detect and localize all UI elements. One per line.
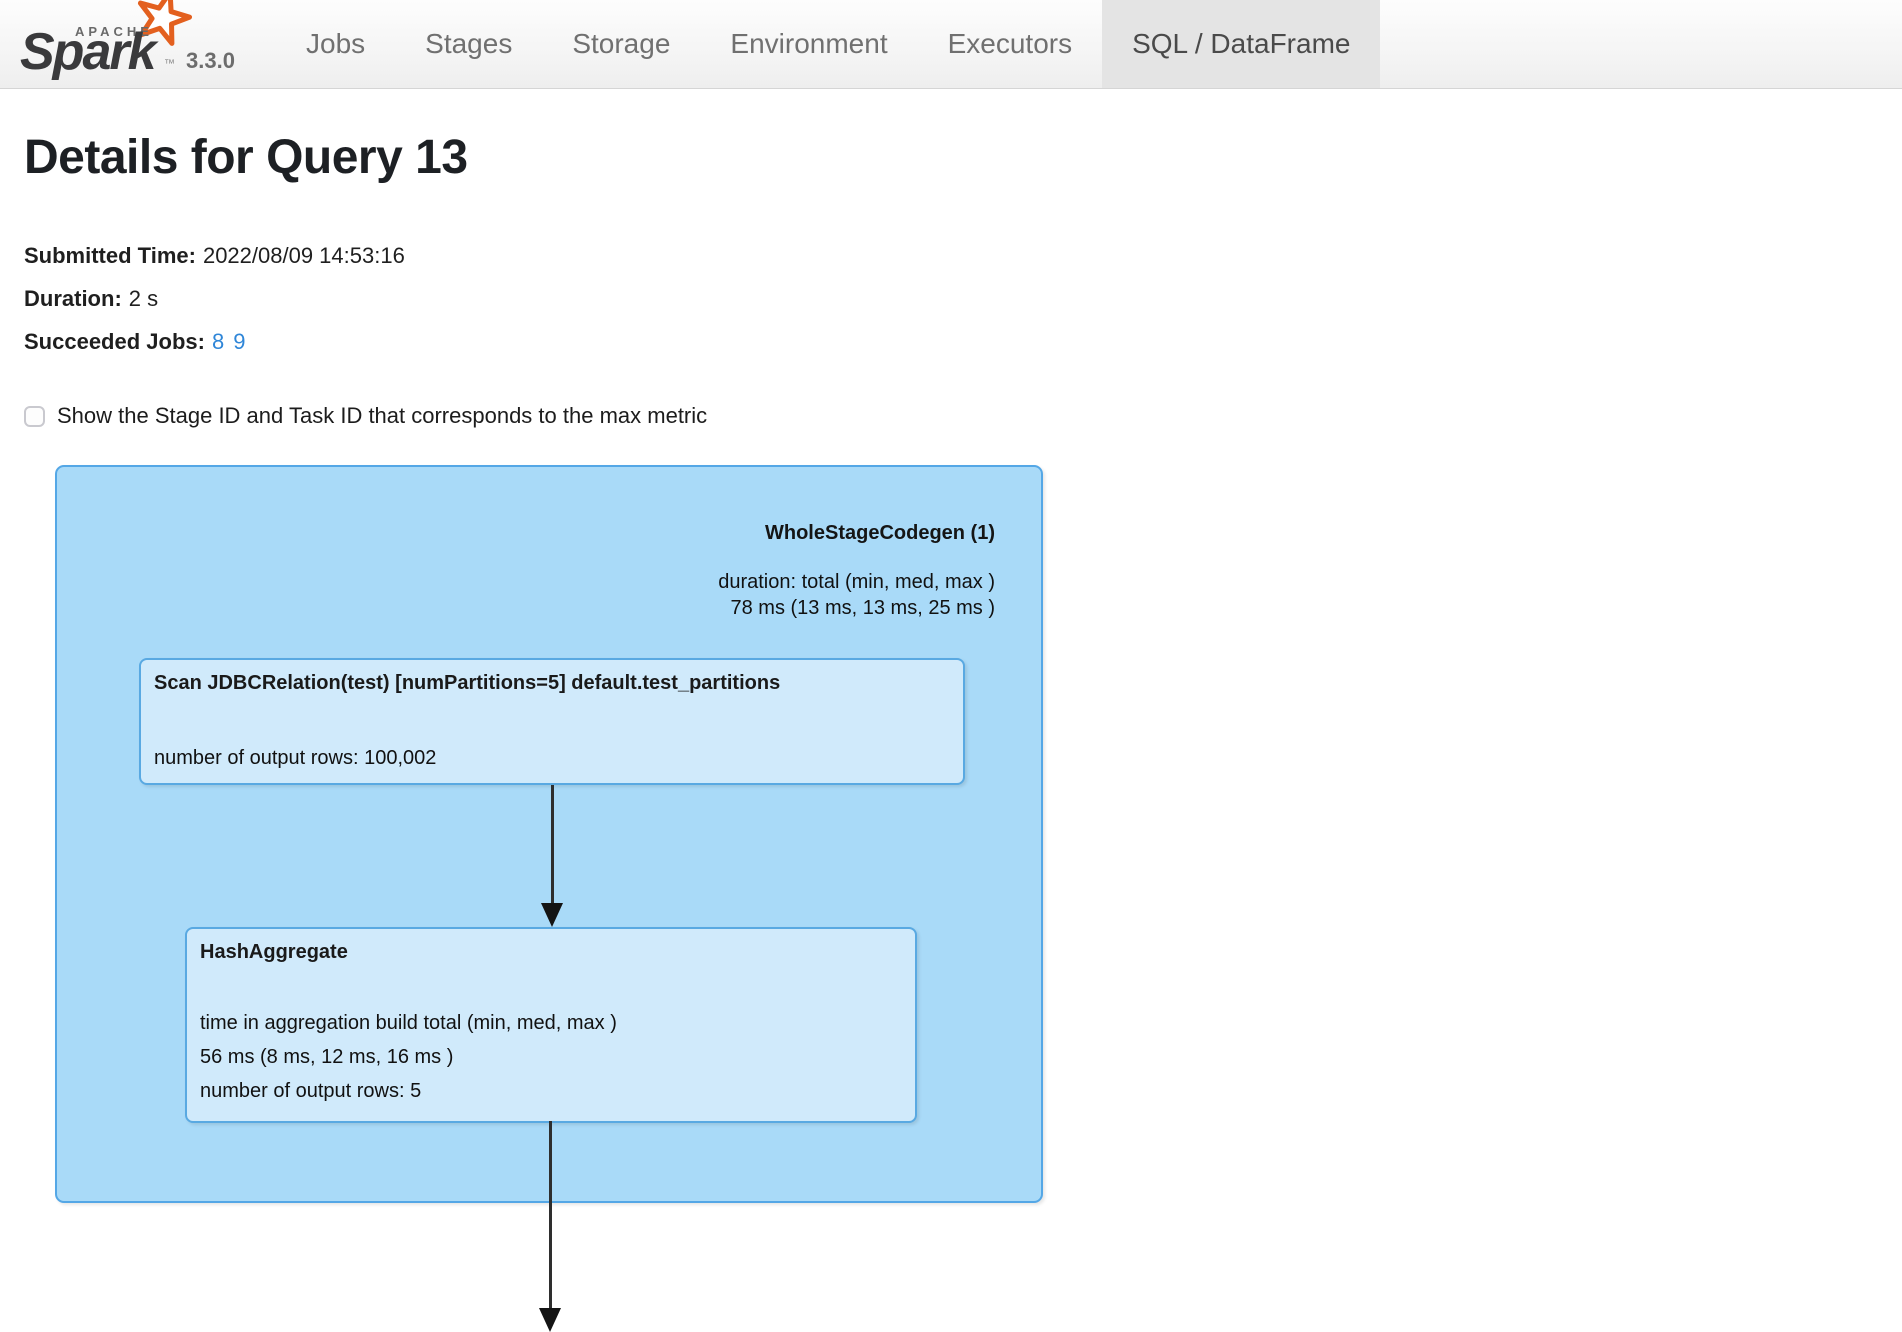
edge-scan-to-hashaggregate <box>541 785 563 927</box>
submitted-time-label: Submitted Time: <box>24 243 196 268</box>
nav-tabs: Jobs Stages Storage Environment Executor… <box>276 0 1381 88</box>
cluster-metric-line: duration: total (min, med, max ) <box>718 571 995 593</box>
node-metric-line: number of output rows: 100,002 <box>154 747 437 769</box>
spark-star-icon <box>127 0 198 58</box>
node-metric-line: time in aggregation build total (min, me… <box>200 1012 617 1034</box>
node-title: Scan JDBCRelation(test) [numPartitions=5… <box>154 672 781 694</box>
arrowhead-icon <box>539 1308 561 1332</box>
node-title: HashAggregate <box>200 941 348 963</box>
job-link-9[interactable]: 9 <box>233 329 246 354</box>
edge-hashaggregate-downstream <box>539 1121 561 1332</box>
spark-logo[interactable]: APACHE Spark ™ <box>18 0 238 86</box>
max-metric-checkbox-label: Show the Stage ID and Task ID that corre… <box>57 403 708 428</box>
wholestagecodegen-cluster: WholeStageCodegen (1) duration: total (m… <box>55 465 1043 1203</box>
tab-jobs[interactable]: Jobs <box>306 28 366 59</box>
duration-label: Duration: <box>24 286 122 311</box>
arrowhead-icon <box>541 903 563 927</box>
tab-stages[interactable]: Stages <box>425 28 513 59</box>
duration-row: Duration:2 s <box>24 286 405 312</box>
node-scan-jdbcrelation: Scan JDBCRelation(test) [numPartitions=5… <box>139 658 965 785</box>
top-navbar: APACHE Spark ™ 3.3.0 Jobs Stages Storage… <box>0 0 1902 89</box>
cluster-metric-line: 78 ms (13 ms, 13 ms, 25 ms ) <box>730 597 995 619</box>
duration-value: 2 s <box>128 286 159 311</box>
query-metadata: Submitted Time:2022/08/09 14:53:16 Durat… <box>24 243 405 372</box>
spark-logo-apache-text: APACHE <box>75 24 153 39</box>
edge-line <box>550 785 554 905</box>
node-hashaggregate: HashAggregate time in aggregation build … <box>185 927 917 1123</box>
cluster-label: WholeStageCodegen (1) duration: total (m… <box>718 522 995 621</box>
spark-version-label: 3.3.0 <box>186 48 235 73</box>
tab-storage[interactable]: Storage <box>572 28 671 59</box>
max-metric-checkbox[interactable] <box>24 405 45 427</box>
node-metrics: time in aggregation build total (min, me… <box>200 1006 902 1108</box>
tab-executors[interactable]: Executors <box>947 28 1073 59</box>
page-title: Details for Query 13 <box>24 131 468 184</box>
tab-environment[interactable]: Environment <box>730 28 888 59</box>
tab-sql-dataframe[interactable]: SQL / DataFrame <box>1102 0 1381 88</box>
node-metric-line: number of output rows: 5 <box>200 1080 422 1102</box>
edge-line <box>548 1121 552 1310</box>
spark-logo-trademark: ™ <box>164 58 175 70</box>
max-metric-checkbox-row[interactable]: Show the Stage ID and Task ID that corre… <box>24 403 707 429</box>
succeeded-jobs-label: Succeeded Jobs: <box>24 329 205 354</box>
node-metric-line: 56 ms (8 ms, 12 ms, 16 ms ) <box>200 1046 454 1068</box>
cluster-title: WholeStageCodegen (1) <box>764 522 995 544</box>
submitted-time-row: Submitted Time:2022/08/09 14:53:16 <box>24 243 405 269</box>
spark-logo-spark-text: Spark <box>20 23 157 81</box>
job-link-8[interactable]: 8 <box>211 329 225 354</box>
cluster-metrics: duration: total (min, med, max ) 78 ms (… <box>718 569 995 621</box>
submitted-time-value: 2022/08/09 14:53:16 <box>202 243 405 268</box>
